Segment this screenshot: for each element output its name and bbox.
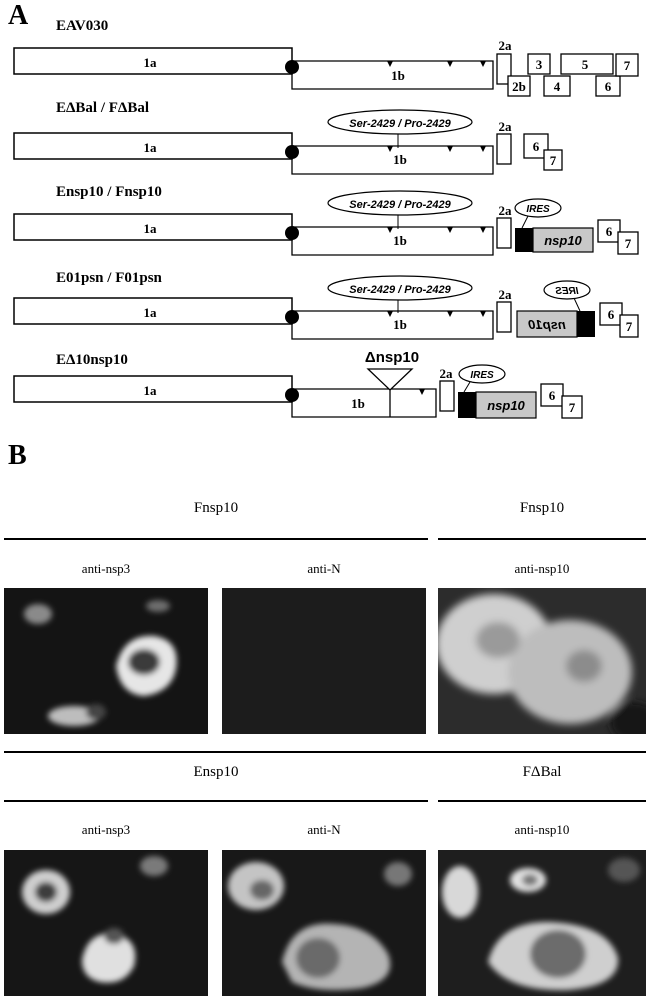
- svg-text:2a: 2a: [499, 203, 513, 218]
- ires-element: [577, 311, 595, 337]
- divider: [4, 538, 428, 540]
- divider: [4, 751, 646, 753]
- svg-text:4: 4: [554, 79, 561, 94]
- ires-element: [515, 228, 533, 252]
- panel-a-letter: A: [8, 0, 29, 31]
- image-label: anti-N: [307, 822, 341, 837]
- divider: [438, 800, 646, 802]
- svg-text:6: 6: [605, 79, 612, 94]
- svg-text:2a: 2a: [499, 119, 513, 134]
- svg-text:Ser-2429 / Pro-2429: Ser-2429 / Pro-2429: [349, 284, 451, 296]
- nsp10-insert: [532, 227, 594, 253]
- svg-text:5: 5: [582, 57, 589, 72]
- mutation-label: Ser-2429 / Pro-2429: [349, 118, 451, 130]
- svg-text:2a: 2a: [499, 38, 513, 53]
- group-title: Fnsp10: [519, 500, 565, 516]
- orf-label: 1b: [391, 68, 405, 83]
- svg-text:nsp10: nsp10: [527, 317, 565, 332]
- svg-text:6: 6: [549, 388, 556, 403]
- svg-text:2a: 2a: [440, 366, 454, 381]
- svg-text:6: 6: [608, 307, 615, 322]
- svg-text:IRES: IRES: [470, 370, 494, 381]
- micrograph-anti-nsp3: [4, 588, 208, 734]
- group-title: Ensp10: [193, 764, 239, 780]
- micrograph-anti-n: [222, 588, 426, 734]
- svg-text:1a: 1a: [144, 140, 158, 155]
- construct-name: EAV030: [56, 18, 108, 34]
- svg-text:2b: 2b: [512, 79, 526, 94]
- svg-text:6: 6: [533, 139, 540, 154]
- micrograph-anti-nsp3: [4, 850, 208, 996]
- image-label: anti-nsp3: [81, 822, 131, 837]
- construct-row: EΔ10nsp10 1a 1b Δnsp10 2a IRES nsp10 6 7: [13, 349, 583, 419]
- svg-text:nsp10: nsp10: [487, 398, 525, 413]
- group-title: Fnsp10: [193, 500, 239, 516]
- svg-text:7: 7: [550, 153, 557, 168]
- group-title: FΔBal: [522, 764, 562, 780]
- deletion-label: Δnsp10: [365, 349, 419, 366]
- deletion-triangle: [366, 368, 414, 391]
- construct-name: EΔBal / FΔBal: [56, 100, 149, 116]
- nsp10-insert-reversed: [516, 310, 578, 338]
- construct-name: EΔ10nsp10: [56, 352, 128, 368]
- construct-name: Ensp10 / Fnsp10: [56, 184, 162, 200]
- svg-text:IRES: IRES: [526, 204, 550, 215]
- svg-text:7: 7: [626, 319, 633, 334]
- svg-text:nsp10: nsp10: [544, 233, 582, 248]
- image-label: anti-N: [307, 561, 341, 576]
- svg-text:1b: 1b: [351, 396, 365, 411]
- construct-row: EΔBal / FΔBal 1a 1b Ser-2429 / Pro-2429 …: [13, 100, 563, 175]
- svg-text:7: 7: [569, 400, 576, 415]
- divider: [438, 538, 646, 540]
- construct-name: E01psn / F01psn: [56, 270, 163, 286]
- construct-row: E01psn / F01psn 1a 1b Ser-2429 / Pro-242…: [13, 270, 639, 340]
- construct-row: Ensp10 / Fnsp10 1a 1b Ser-2429 / Pro-242…: [13, 184, 639, 256]
- genome-diagram: EAV030 1a 1b 2a 2b 3 4 5 6 7 EΔBal / FΔB…: [13, 18, 639, 419]
- image-label: anti-nsp3: [81, 561, 131, 576]
- svg-text:7: 7: [625, 236, 632, 251]
- svg-text:2a: 2a: [499, 287, 513, 302]
- micrograph-anti-n: [222, 850, 426, 996]
- micrograph-anti-nsp10: [438, 850, 646, 996]
- micrograph-anti-nsp10: [438, 588, 646, 734]
- svg-text:1b: 1b: [393, 317, 407, 332]
- divider: [4, 800, 428, 802]
- ires-ellipse: [514, 198, 562, 218]
- panel-b-letter: B: [8, 440, 27, 471]
- svg-text:IRES: IRES: [555, 286, 579, 297]
- svg-text:1a: 1a: [144, 221, 158, 236]
- svg-text:1b: 1b: [393, 152, 407, 167]
- svg-text:1a: 1a: [144, 305, 158, 320]
- image-label: anti-nsp10: [514, 822, 570, 837]
- orf-label: 1a: [144, 55, 158, 70]
- svg-text:6: 6: [606, 224, 613, 239]
- svg-text:Ser-2429 / Pro-2429: Ser-2429 / Pro-2429: [349, 199, 451, 211]
- svg-text:3: 3: [536, 57, 543, 72]
- construct-row: EAV030 1a 1b 2a 2b 3 4 5 6 7: [13, 18, 639, 97]
- image-label: anti-nsp10: [514, 561, 570, 576]
- svg-text:1a: 1a: [144, 383, 158, 398]
- svg-text:1b: 1b: [393, 233, 407, 248]
- svg-text:7: 7: [624, 58, 631, 73]
